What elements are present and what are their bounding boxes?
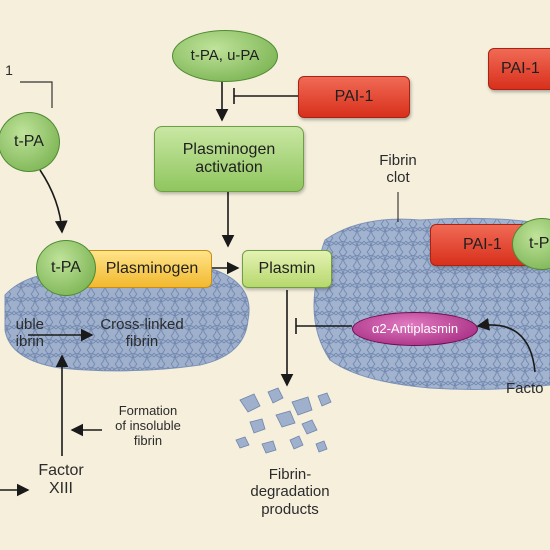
tpa-bound-label: t-PA <box>51 258 81 276</box>
formation-line1: Formation <box>118 403 178 418</box>
plasmin-label: Plasmin <box>258 259 316 277</box>
formation-label: Formation of insoluble fibrin <box>98 403 198 449</box>
tpa-upa-node: t-PA, u-PA <box>172 30 278 82</box>
soluble-fibrin-label: uble ibrin <box>0 316 44 351</box>
fdp-line3: products <box>261 500 319 518</box>
cross-linked-line1: Cross-linked <box>100 316 184 333</box>
formation-line3: fibrin <box>133 432 163 448</box>
fdp-label: Fibrin- degradation products <box>240 466 340 518</box>
fibrin-degradation-fragments <box>235 387 332 454</box>
tpa-clot-label: t-P <box>529 234 550 252</box>
pai1-clot-label: PAI-1 <box>463 235 502 253</box>
activation-line2: activation <box>195 159 263 176</box>
cross-linked-fibrin-label: Cross-linked fibrin <box>92 316 192 351</box>
factor-xiii-line1: Factor <box>38 462 84 479</box>
activation-line1: Plasminogen <box>182 140 276 158</box>
fibrin-clot-line1: Fibrin <box>379 152 417 169</box>
tpa-upa-label: t-PA, u-PA <box>190 47 260 65</box>
factor-xiii-label: Factor XIII <box>30 462 92 499</box>
fibrin-clot-label: Fibrin clot <box>370 152 426 187</box>
corner-number: 1 <box>5 62 13 78</box>
tpa-label: t-PA <box>14 132 44 150</box>
pai1-right-top-box: PAI-1 <box>488 48 550 90</box>
formation-line2: of insoluble <box>115 417 181 433</box>
tpa-bound-node: t-PA <box>36 240 96 296</box>
factor-xiii-line2: XIII <box>48 480 73 498</box>
arrow-tpa-binding <box>39 169 68 234</box>
tpa-node: t-PA <box>0 112 60 172</box>
cross-linked-line2: fibrin <box>125 333 159 351</box>
fibrin-clot-line2: clot <box>386 169 410 187</box>
fdp-line1: Fibrin- <box>268 466 312 483</box>
soluble-line1: uble <box>15 316 44 333</box>
factor-right-label: Facto <box>506 380 544 397</box>
fdp-line2: degradation <box>250 483 330 501</box>
pai1-top-label: PAI-1 <box>334 87 374 105</box>
pai1-right-top-label: PAI-1 <box>501 59 540 77</box>
antiplasmin-node: α2-Antiplasmin <box>352 312 478 346</box>
corner-bracket <box>20 81 53 108</box>
arrow-factor-to-antiplasmin <box>476 317 536 373</box>
pai1-top-box: PAI-1 <box>298 76 410 118</box>
soluble-line2: ibrin <box>15 333 44 351</box>
plasminogen-box: Plasminogen <box>78 250 212 288</box>
plasmin-box: Plasmin <box>242 250 332 288</box>
plasminogen-label: Plasminogen <box>105 259 199 277</box>
antiplasmin-label: α2-Antiplasmin <box>371 320 459 336</box>
plasminogen-activation-box: Plasminogen activation <box>154 126 304 192</box>
